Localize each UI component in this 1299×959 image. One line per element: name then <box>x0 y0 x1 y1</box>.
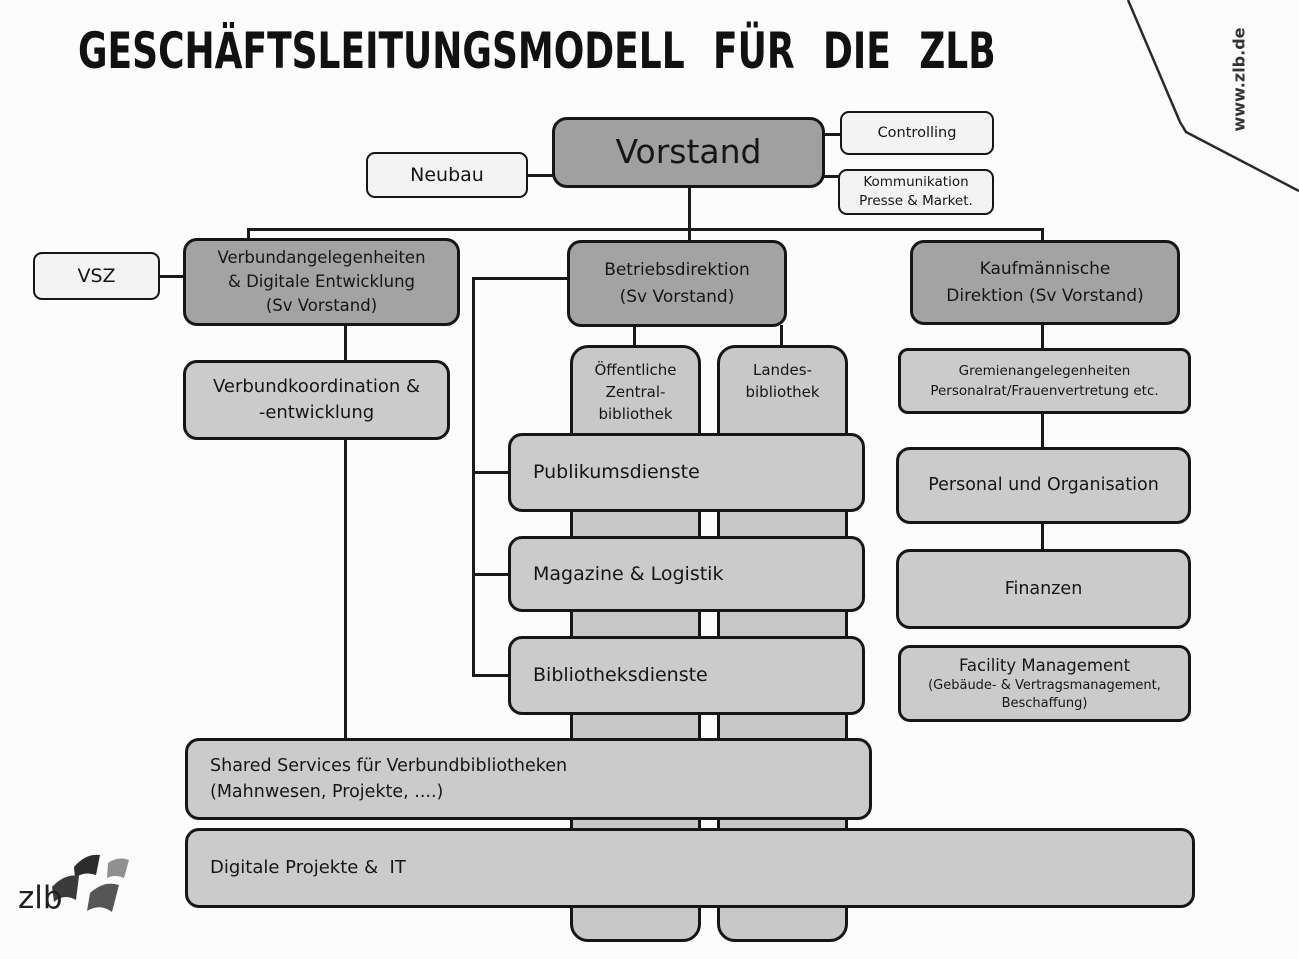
connector-gremien-personal <box>1041 414 1044 449</box>
node-label-line: Beschaffung) <box>1001 695 1088 711</box>
node-label-line: Verbundangelegenheiten <box>217 248 426 268</box>
node-label: Vorstand <box>615 132 762 172</box>
node-label-line: (Sv Vorstand) <box>265 295 378 315</box>
diagonal-decoration-line <box>1126 0 1299 193</box>
node-label-line: Personalrat/Frauenvertretung etc. <box>930 383 1159 399</box>
connector-betrieb-landesbibliothek <box>780 325 783 347</box>
node-controlling: Controlling <box>840 111 994 155</box>
column-label-line: Öffentliche <box>594 361 677 379</box>
node-vorstand: Vorstand <box>552 117 825 188</box>
node-kommunikation: Kommunikation Presse & Market. <box>838 169 994 215</box>
node-label-line: Kommunikation <box>863 174 969 191</box>
node-label: Digitale Projekte & IT <box>210 857 406 879</box>
connector-stub-magazine <box>472 573 512 576</box>
zlb-logo-icon <box>52 854 129 912</box>
node-label: Publikumsdienste <box>533 461 700 484</box>
connector-stub-bibliotheksdienste <box>472 674 512 677</box>
connector-verbund-shared <box>344 324 347 742</box>
node-verbundkoordination: Verbundkoordination & -entwicklung <box>183 360 450 440</box>
connector-vsz-verbund <box>160 275 184 278</box>
node-vsz: VSZ <box>33 252 160 300</box>
connector-drop-left <box>247 228 250 242</box>
connector-kaufm-gremien <box>1041 323 1044 349</box>
connector-vorstand-kommunikation <box>823 175 839 178</box>
node-personal-organisation: Personal und Organisation <box>896 447 1191 524</box>
node-neubau: Neubau <box>366 152 528 198</box>
node-label-line: (Sv Vorstand) <box>619 286 735 307</box>
node-publikumsdienste: Publikumsdienste <box>508 433 865 512</box>
connector-personal-finanzen <box>1041 523 1044 550</box>
connector-vorstand-controlling <box>823 133 841 136</box>
node-betriebsdirektion: Betriebsdirektion (Sv Vorstand) <box>567 240 787 327</box>
node-label: Controlling <box>877 124 957 141</box>
node-label-line: (Gebäude- & Vertragsmanagement, <box>928 678 1161 694</box>
node-label: Magazine & Logistik <box>533 562 724 585</box>
column-label-line: bibliothek <box>745 382 820 401</box>
connector-drop-right <box>1041 228 1044 244</box>
node-shared-services: Shared Services für Verbundbibliotheken … <box>185 738 872 820</box>
connector-betrieb-zentralbibliothek <box>633 325 636 347</box>
node-label-line: & Digitale Entwicklung <box>227 272 416 292</box>
node-label: Bibliotheksdienste <box>533 664 708 687</box>
connector-vorstand-drop <box>688 186 691 231</box>
node-verbundangelegenheiten: Verbundangelegenheiten & Digitale Entwic… <box>183 238 460 326</box>
node-facility-management: Facility Management (Gebäude- & Vertrags… <box>898 645 1191 722</box>
node-bibliotheksdienste: Bibliotheksdienste <box>508 636 865 715</box>
column-label-line: Landes- <box>752 361 813 379</box>
node-gremienangelegenheiten: Gremienangelegenheiten Personalrat/Fraue… <box>898 348 1191 414</box>
node-label: Personal und Organisation <box>928 475 1159 496</box>
node-label-line: Presse & Market. <box>859 193 973 209</box>
node-label: Finanzen <box>1004 578 1083 599</box>
node-label-line: Verbundkoordination & <box>212 375 421 397</box>
node-label-line: Gremienangelegenheiten <box>958 362 1131 379</box>
node-label-line: Direktion (Sv Vorstand) <box>946 285 1144 306</box>
node-label-line: Facility Management <box>958 655 1131 675</box>
node-kaufmaennische-direktion: Kaufmännische Direktion (Sv Vorstand) <box>910 240 1180 325</box>
zlb-logo-text: zlb <box>18 880 63 916</box>
column-label-line: Zentral- <box>605 382 666 401</box>
node-label-line: Betriebsdirektion <box>604 260 750 281</box>
node-finanzen: Finanzen <box>896 549 1191 629</box>
connector-bracket-vertical <box>472 277 475 677</box>
website-url: www.zlb.de <box>1229 27 1249 132</box>
node-digitale-projekte: Digitale Projekte & IT <box>185 828 1195 908</box>
connector-stub-publikumsdienste <box>472 471 512 474</box>
node-label-line: Shared Services für Verbundbibliotheken <box>210 755 568 776</box>
column-label-line: bibliothek <box>598 404 673 423</box>
node-label-line: (Mahnwesen, Projekte, ....) <box>210 782 444 802</box>
node-label-line: -entwicklung <box>258 402 375 423</box>
node-magazine-logistik: Magazine & Logistik <box>508 536 865 612</box>
node-label-line: Kaufmännische <box>979 259 1111 280</box>
connector-drop-middle <box>688 228 691 244</box>
connector-neubau-vorstand <box>528 174 554 177</box>
connector-bracket-top <box>472 277 569 280</box>
node-label: Neubau <box>410 163 484 186</box>
node-label: VSZ <box>77 264 116 287</box>
page-title: GESCHÄFTSLEITUNGSMODELL FÜR DIE ZLB <box>78 22 996 80</box>
connector-main-horizontal <box>247 228 1044 231</box>
